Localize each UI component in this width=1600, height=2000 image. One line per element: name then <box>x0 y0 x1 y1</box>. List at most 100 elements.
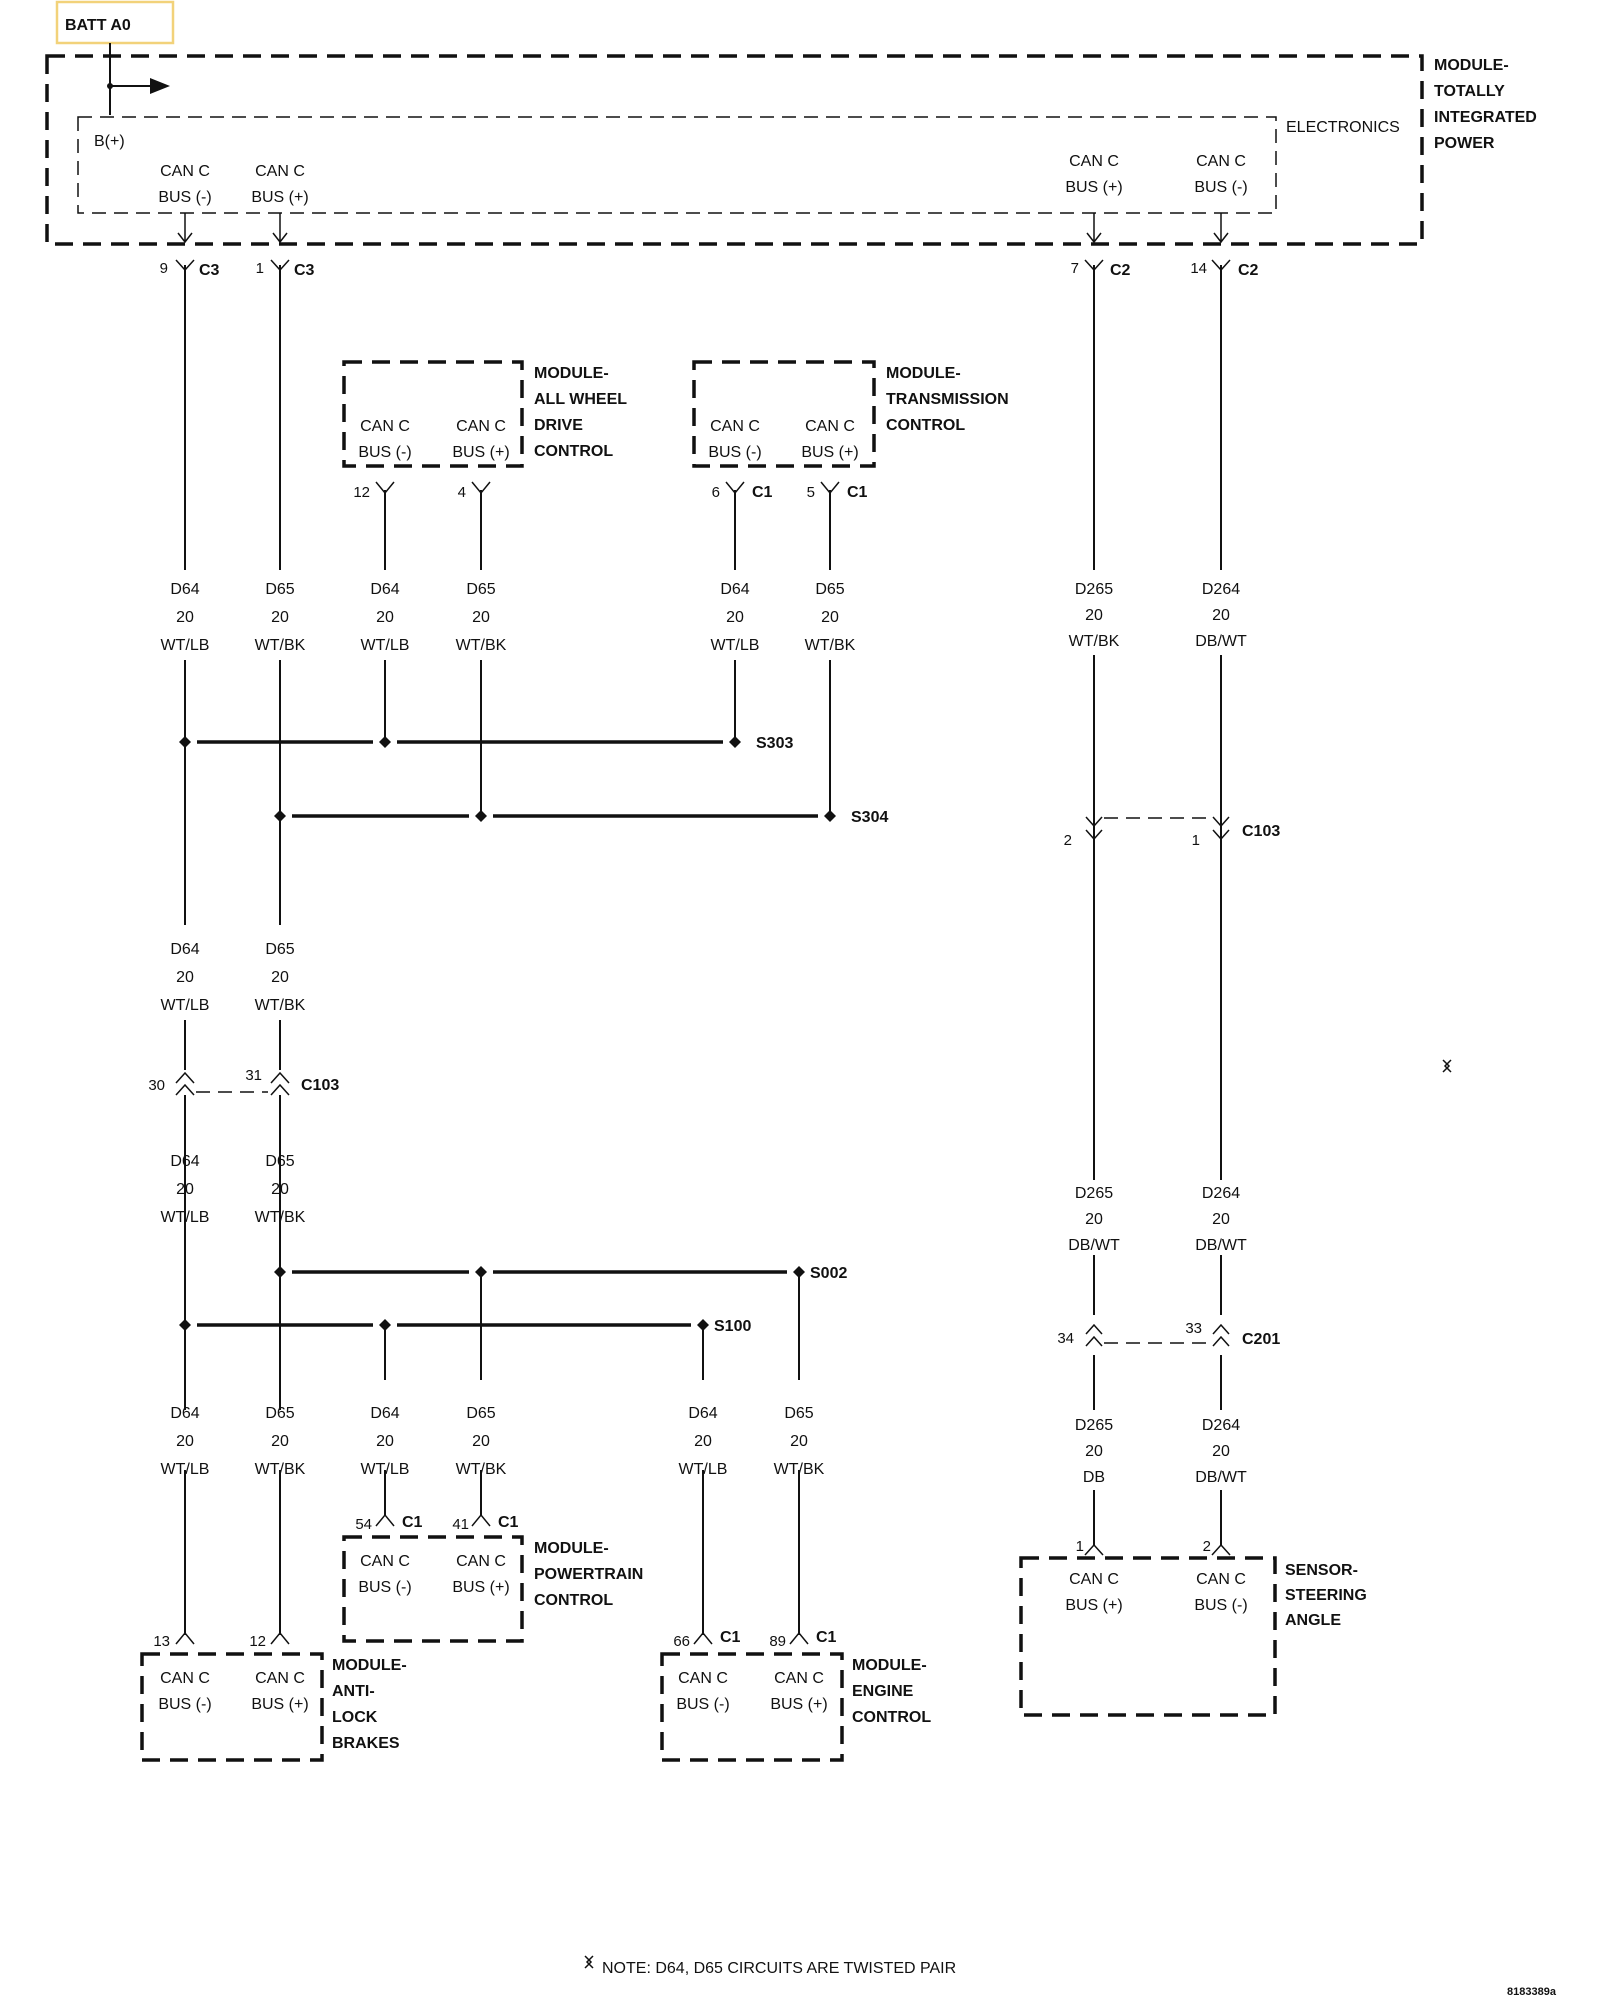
wire-label-gauge: 20 <box>271 1433 289 1450</box>
wire-label-gauge: 20 <box>790 1433 808 1450</box>
tipm-title-4: POWER <box>1434 135 1495 152</box>
batt-junction-dot <box>107 83 113 89</box>
ecm-pin66-connector: C1 <box>720 1629 741 1646</box>
abs-title-2: ANTI- <box>332 1683 375 1700</box>
wire-label-color: WT/BK <box>255 637 306 654</box>
sensor-steering-angle[interactable]: SENSOR- STEERING ANGLE CAN C BUS (+) CAN… <box>1019 1556 1367 1717</box>
wire-label-d65: D65 <box>265 941 294 958</box>
wire-label-d65: D65 <box>265 1405 294 1422</box>
wire-label-color: WT/BK <box>805 637 856 654</box>
tipm-pin14-label2: BUS (-) <box>1194 179 1247 196</box>
awd-pin4-label1: CAN C <box>456 418 506 435</box>
module-pcm[interactable]: MODULE- POWERTRAIN CONTROL CAN C BUS (-)… <box>342 1535 643 1643</box>
tipm-pin7-label2: BUS (+) <box>1065 179 1122 196</box>
wire-label-d64: D64 <box>370 581 399 598</box>
ecm-title-3: CONTROL <box>852 1709 931 1726</box>
wire-label-d265: D265 <box>1075 581 1113 598</box>
tcm-pin-markers <box>725 481 840 495</box>
twist-mark <box>1442 1059 1452 1073</box>
splice-node <box>824 810 836 822</box>
splice-node <box>793 1266 805 1278</box>
tcm-outline <box>692 360 876 468</box>
wire-label-gauge: 20 <box>1212 1443 1230 1460</box>
sas-pin1-label2: BUS (+) <box>1065 1597 1122 1614</box>
tipm-pin9-marker <box>175 213 195 272</box>
splice-s303-label: S303 <box>756 735 793 752</box>
tipm-pin7-label1: CAN C <box>1069 153 1119 170</box>
sas-title-3: ANGLE <box>1285 1612 1341 1629</box>
module-tcm[interactable]: MODULE- TRANSMISSION CONTROL CAN C BUS (… <box>692 360 1009 468</box>
wire-label-d64: D64 <box>170 1405 199 1422</box>
wire-label-gauge: 20 <box>694 1433 712 1450</box>
tipm-pin1-label1: CAN C <box>255 163 305 180</box>
module-tipm[interactable]: MODULE- TOTALLY INTEGRATED POWER ELECTRO… <box>45 54 1537 246</box>
abs-pin13-label2: BUS (-) <box>158 1696 211 1713</box>
awd-outline <box>342 360 524 468</box>
wire-label-gauge: 20 <box>821 609 839 626</box>
module-ecm[interactable]: MODULE- ENGINE CONTROL CAN C BUS (-) CAN… <box>660 1652 931 1762</box>
tcm-pin5-label1: CAN C <box>805 418 855 435</box>
ecm-pin66-label1: CAN C <box>678 1670 728 1687</box>
wire-labels-middle: D64 20 WT/LB D65 20 WT/BK <box>161 941 306 1014</box>
ecm-pin66-label2: BUS (-) <box>676 1696 729 1713</box>
wire-label-d65: D65 <box>466 581 495 598</box>
wire-label-gauge: 20 <box>376 609 394 626</box>
sas-outline <box>1019 1556 1277 1717</box>
splice-node <box>729 736 741 748</box>
abs-pin12-label1: CAN C <box>255 1670 305 1687</box>
wire-label-color: WT/LB <box>361 1461 410 1478</box>
wire-label-gauge: 20 <box>1212 607 1230 624</box>
wire-label-gauge: 20 <box>472 1433 490 1450</box>
tipm-pin1-number: 1 <box>256 260 264 277</box>
tipm-electronics-label: ELECTRONICS <box>1286 119 1400 136</box>
module-awd[interactable]: MODULE- ALL WHEEL DRIVE CONTROL CAN C BU… <box>342 360 627 468</box>
c201-pin33: 33 <box>1185 1320 1202 1337</box>
tcm-pin5-number: 5 <box>807 484 815 501</box>
wire-label-gauge: 20 <box>726 609 744 626</box>
wire-label-d65: D65 <box>265 1153 294 1170</box>
wire-labels-right-lower: D265 20 DB D264 20 DB/WT <box>1075 1417 1247 1486</box>
tipm-pin14-connector: C2 <box>1238 262 1259 279</box>
splice-node <box>179 736 191 748</box>
splice-node <box>475 1266 487 1278</box>
wire-label-color: WT/BK <box>1069 633 1120 650</box>
wire-label-gauge: 20 <box>472 609 490 626</box>
pcm-pin-markers <box>375 1513 491 1527</box>
twisted-pair-note-icon <box>584 1955 594 1969</box>
wire-labels-middle-2: D64 20 WT/LB D65 20 WT/BK <box>161 1153 306 1226</box>
awd-title-4: CONTROL <box>534 443 613 460</box>
pcm-outline <box>342 1535 524 1643</box>
sas-pin-markers <box>1084 1543 1231 1556</box>
abs-outline <box>140 1652 324 1762</box>
c103-right-pin1: 1 <box>1192 832 1200 849</box>
pcm-pin54-connector: C1 <box>402 1514 423 1531</box>
wire-label-d264: D264 <box>1202 1417 1240 1434</box>
wire-label-gauge: 20 <box>1212 1211 1230 1228</box>
abs-pin13-number: 13 <box>153 1633 170 1650</box>
wire-labels-right-middle: D265 20 DB/WT D264 20 DB/WT <box>1068 1185 1247 1254</box>
wire-labels-upper: D64 20 WT/LB D65 20 WT/BK D64 20 WT/LB D… <box>161 581 1247 654</box>
awd-pin4-label2: BUS (+) <box>452 444 509 461</box>
splice-node <box>379 1319 391 1331</box>
wire-label-gauge: 20 <box>176 1433 194 1450</box>
wire-label-gauge: 20 <box>1085 607 1103 624</box>
c103-pin1-marker <box>1212 816 1230 841</box>
tipm-title-3: INTEGRATED <box>1434 109 1537 126</box>
ecm-pin-markers <box>693 1631 809 1645</box>
sas-pin1-label1: CAN C <box>1069 1571 1119 1588</box>
wire-label-d64: D64 <box>170 941 199 958</box>
abs-pin13-label1: CAN C <box>160 1670 210 1687</box>
awd-pin12-label1: CAN C <box>360 418 410 435</box>
pcm-pin54-label1: CAN C <box>360 1553 410 1570</box>
twisted-pair-note: NOTE: D64, D65 CIRCUITS ARE TWISTED PAIR <box>602 1960 956 1977</box>
tipm-pin7-number: 7 <box>1071 260 1079 277</box>
c103-right-pin2: 2 <box>1064 832 1072 849</box>
splice-node <box>379 736 391 748</box>
pcm-pin41-label2: BUS (+) <box>452 1579 509 1596</box>
module-abs[interactable]: MODULE- ANTI- LOCK BRAKES CAN C BUS (-) … <box>140 1652 407 1762</box>
wire-label-d64: D64 <box>170 581 199 598</box>
connector-c201: 34 33 C201 <box>1057 1320 1280 1348</box>
batt-a0-link[interactable]: BATT A0 <box>55 0 175 45</box>
wire-label-d264: D264 <box>1202 581 1240 598</box>
